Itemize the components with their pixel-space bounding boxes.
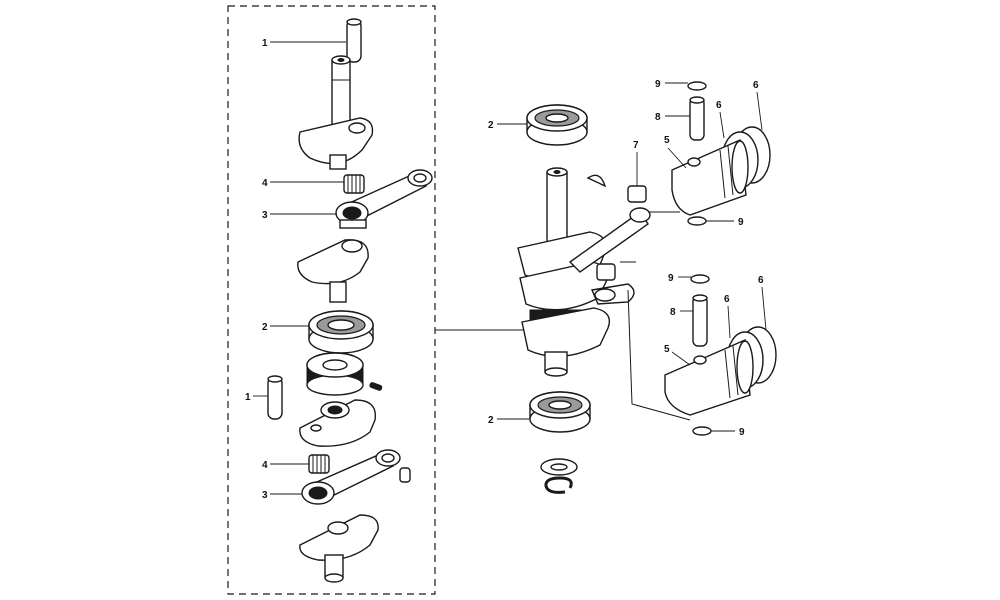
- left-callouts: 1 4 3 2 1 4 3: [245, 38, 346, 501]
- callout-8-b: 8: [670, 307, 676, 318]
- upper-crank-shaft: [331, 55, 351, 136]
- callout-2-bottom-right: 2: [488, 415, 494, 426]
- callout-9-d: 9: [739, 427, 745, 438]
- assembled-crankshaft: [517, 104, 691, 494]
- needle-bearing-right-upper: [627, 185, 647, 203]
- piston-assembly-upper: [671, 81, 771, 226]
- callout-4-lower: 4: [262, 460, 268, 471]
- crank-pin-top: [346, 18, 362, 63]
- callout-5-b: 5: [664, 344, 670, 355]
- callout-1-top: 1: [262, 38, 268, 49]
- crank-pin-lower: [267, 375, 283, 420]
- circlip: [544, 476, 573, 494]
- callout-7: 7: [633, 140, 639, 151]
- callout-3-lower: 3: [262, 490, 268, 501]
- callout-2-left: 2: [262, 322, 268, 333]
- needle-bearing-right-lower: [596, 263, 616, 281]
- callout-8-a: 8: [655, 112, 661, 123]
- lower-crank-web-upper: [299, 399, 377, 447]
- woodruff-key-right: [586, 174, 607, 188]
- connecting-rod-lower: [301, 449, 401, 505]
- callout-9-b: 9: [738, 217, 744, 228]
- callout-1-lower: 1: [245, 392, 251, 403]
- woodruff-key-left: [369, 382, 383, 391]
- needle-bearing-lower: [308, 454, 330, 474]
- left-exploded-group: [267, 18, 433, 583]
- callout-6-b-inner: 6: [724, 294, 730, 305]
- callout-6-a-inner: 6: [716, 100, 722, 111]
- dowel-pin: [399, 467, 411, 483]
- exploded-detail-frame: [227, 5, 436, 595]
- callout-4-top: 4: [262, 178, 268, 189]
- callout-6-a-outer: 6: [753, 80, 759, 91]
- callout-9-c: 9: [668, 273, 674, 284]
- callout-6-b-outer: 6: [758, 275, 764, 286]
- bottom-crank-web: [299, 514, 379, 561]
- crank-gear: [306, 352, 364, 396]
- ball-bearing-bottom-right: [529, 391, 591, 433]
- callout-5-a: 5: [664, 135, 670, 146]
- ball-bearing-left: [308, 310, 374, 354]
- connecting-rod-upper: [335, 169, 433, 229]
- ball-bearing-top-right: [526, 104, 588, 146]
- piston-assembly-lower: [664, 274, 777, 436]
- callout-9-a: 9: [655, 79, 661, 90]
- needle-bearing-upper: [343, 174, 365, 194]
- callout-3-top: 3: [262, 210, 268, 221]
- callout-2-top-right: 2: [488, 120, 494, 131]
- right-callouts: 2 2 9 8 6 6 5 7 9 9 8 6 6 5 9: [488, 79, 767, 438]
